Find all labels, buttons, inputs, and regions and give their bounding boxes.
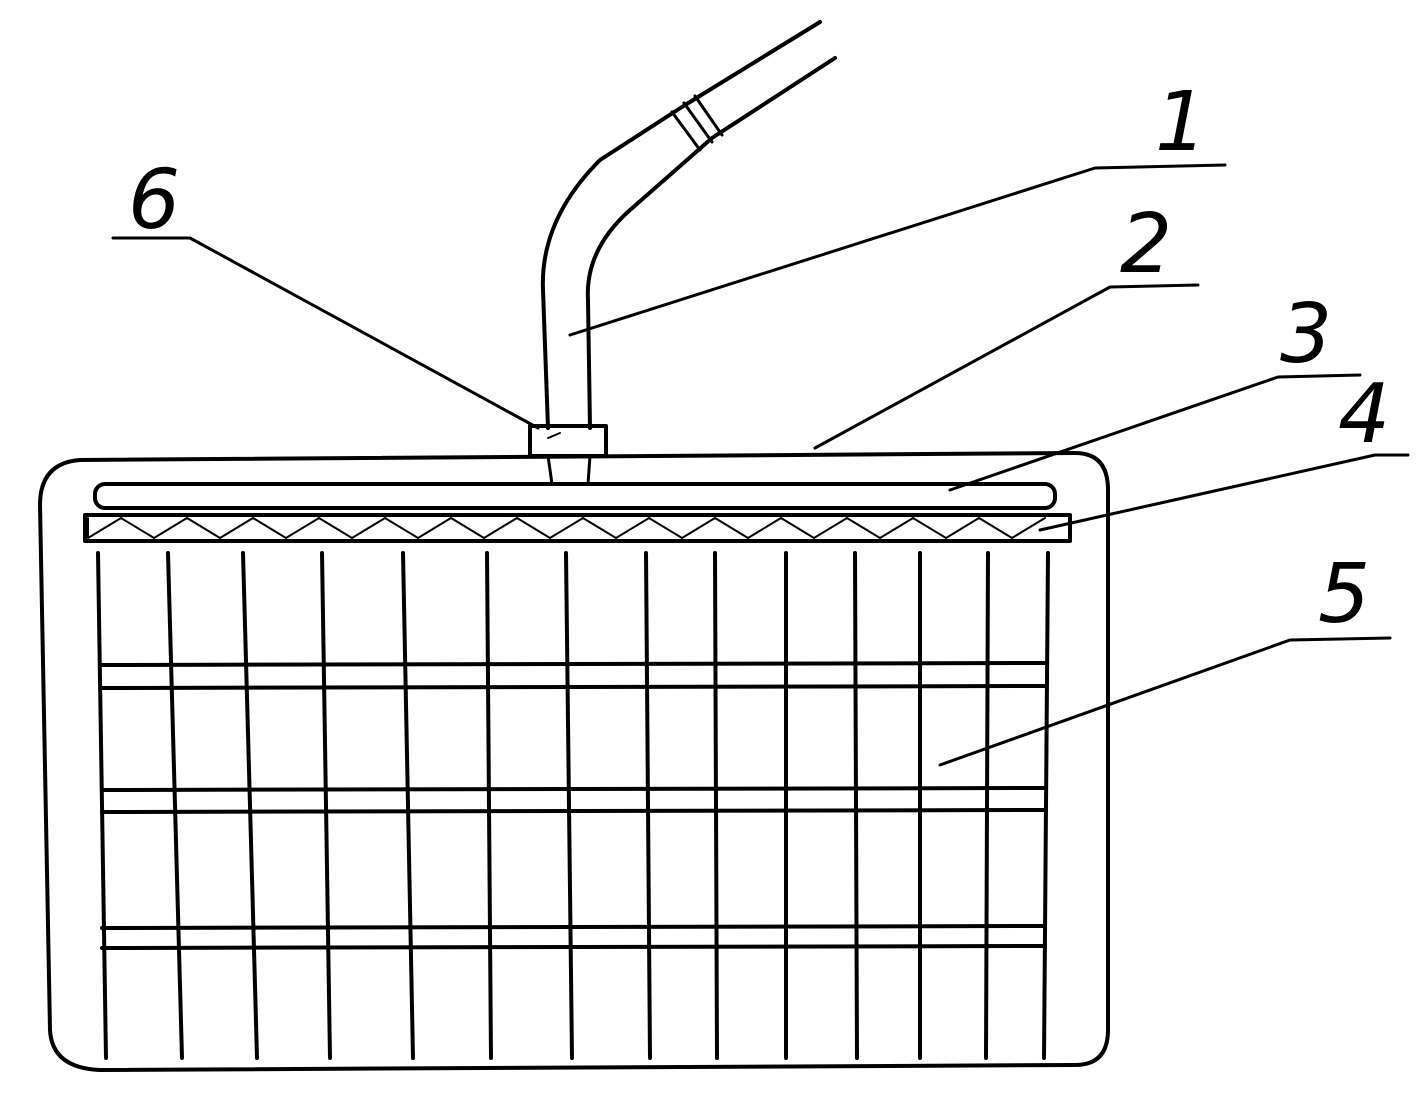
grid-vertical-bar — [166, 551, 184, 1060]
grid-vertical-bar — [401, 551, 415, 1060]
grid-vertical-bar — [984, 551, 990, 1060]
label-part-1: 1 — [1155, 75, 1207, 170]
grid-horizontal-rails — [100, 661, 1047, 950]
leader-2 — [813, 283, 1200, 450]
leader-lines — [111, 163, 1410, 767]
grid-vertical-bars — [96, 551, 1050, 1060]
label-part-3: 3 — [1280, 287, 1332, 382]
grid-horizontal-rail — [100, 944, 1047, 950]
distribution-tube — [93, 482, 1057, 510]
label-part-6: 6 — [128, 153, 180, 248]
grid-vertical-bar — [564, 551, 574, 1060]
grid-horizontal-rail — [100, 924, 1047, 930]
hatched-strip — [83, 513, 1072, 543]
grid-vertical-bar — [320, 551, 332, 1060]
leader-5 — [938, 636, 1392, 767]
strip-zigzag — [87, 517, 1046, 539]
grid-vertical-bar — [241, 551, 259, 1060]
grid-horizontal-rail — [100, 684, 1047, 690]
grid-vertical-bar — [1042, 551, 1050, 1060]
pipe — [540, 20, 837, 430]
leader-6 — [111, 236, 540, 430]
leader-4 — [1038, 453, 1410, 532]
label-part-2: 2 — [1120, 197, 1172, 292]
grid-horizontal-rail — [100, 786, 1047, 792]
label-part-5: 5 — [1318, 547, 1370, 642]
grid-horizontal-rail — [100, 661, 1047, 667]
grid-vertical-bar — [644, 551, 652, 1060]
grid-horizontal-rail — [100, 808, 1047, 814]
grid-vertical-bar — [485, 551, 493, 1060]
grid-vertical-bar — [853, 551, 859, 1060]
outer-housing — [38, 451, 1110, 1072]
connector — [528, 424, 608, 486]
label-part-4: 4 — [1338, 367, 1390, 462]
leader-3 — [948, 373, 1362, 492]
grid-vertical-bar — [713, 551, 719, 1060]
leader-1 — [568, 163, 1227, 337]
grid-vertical-bar — [96, 551, 108, 1060]
